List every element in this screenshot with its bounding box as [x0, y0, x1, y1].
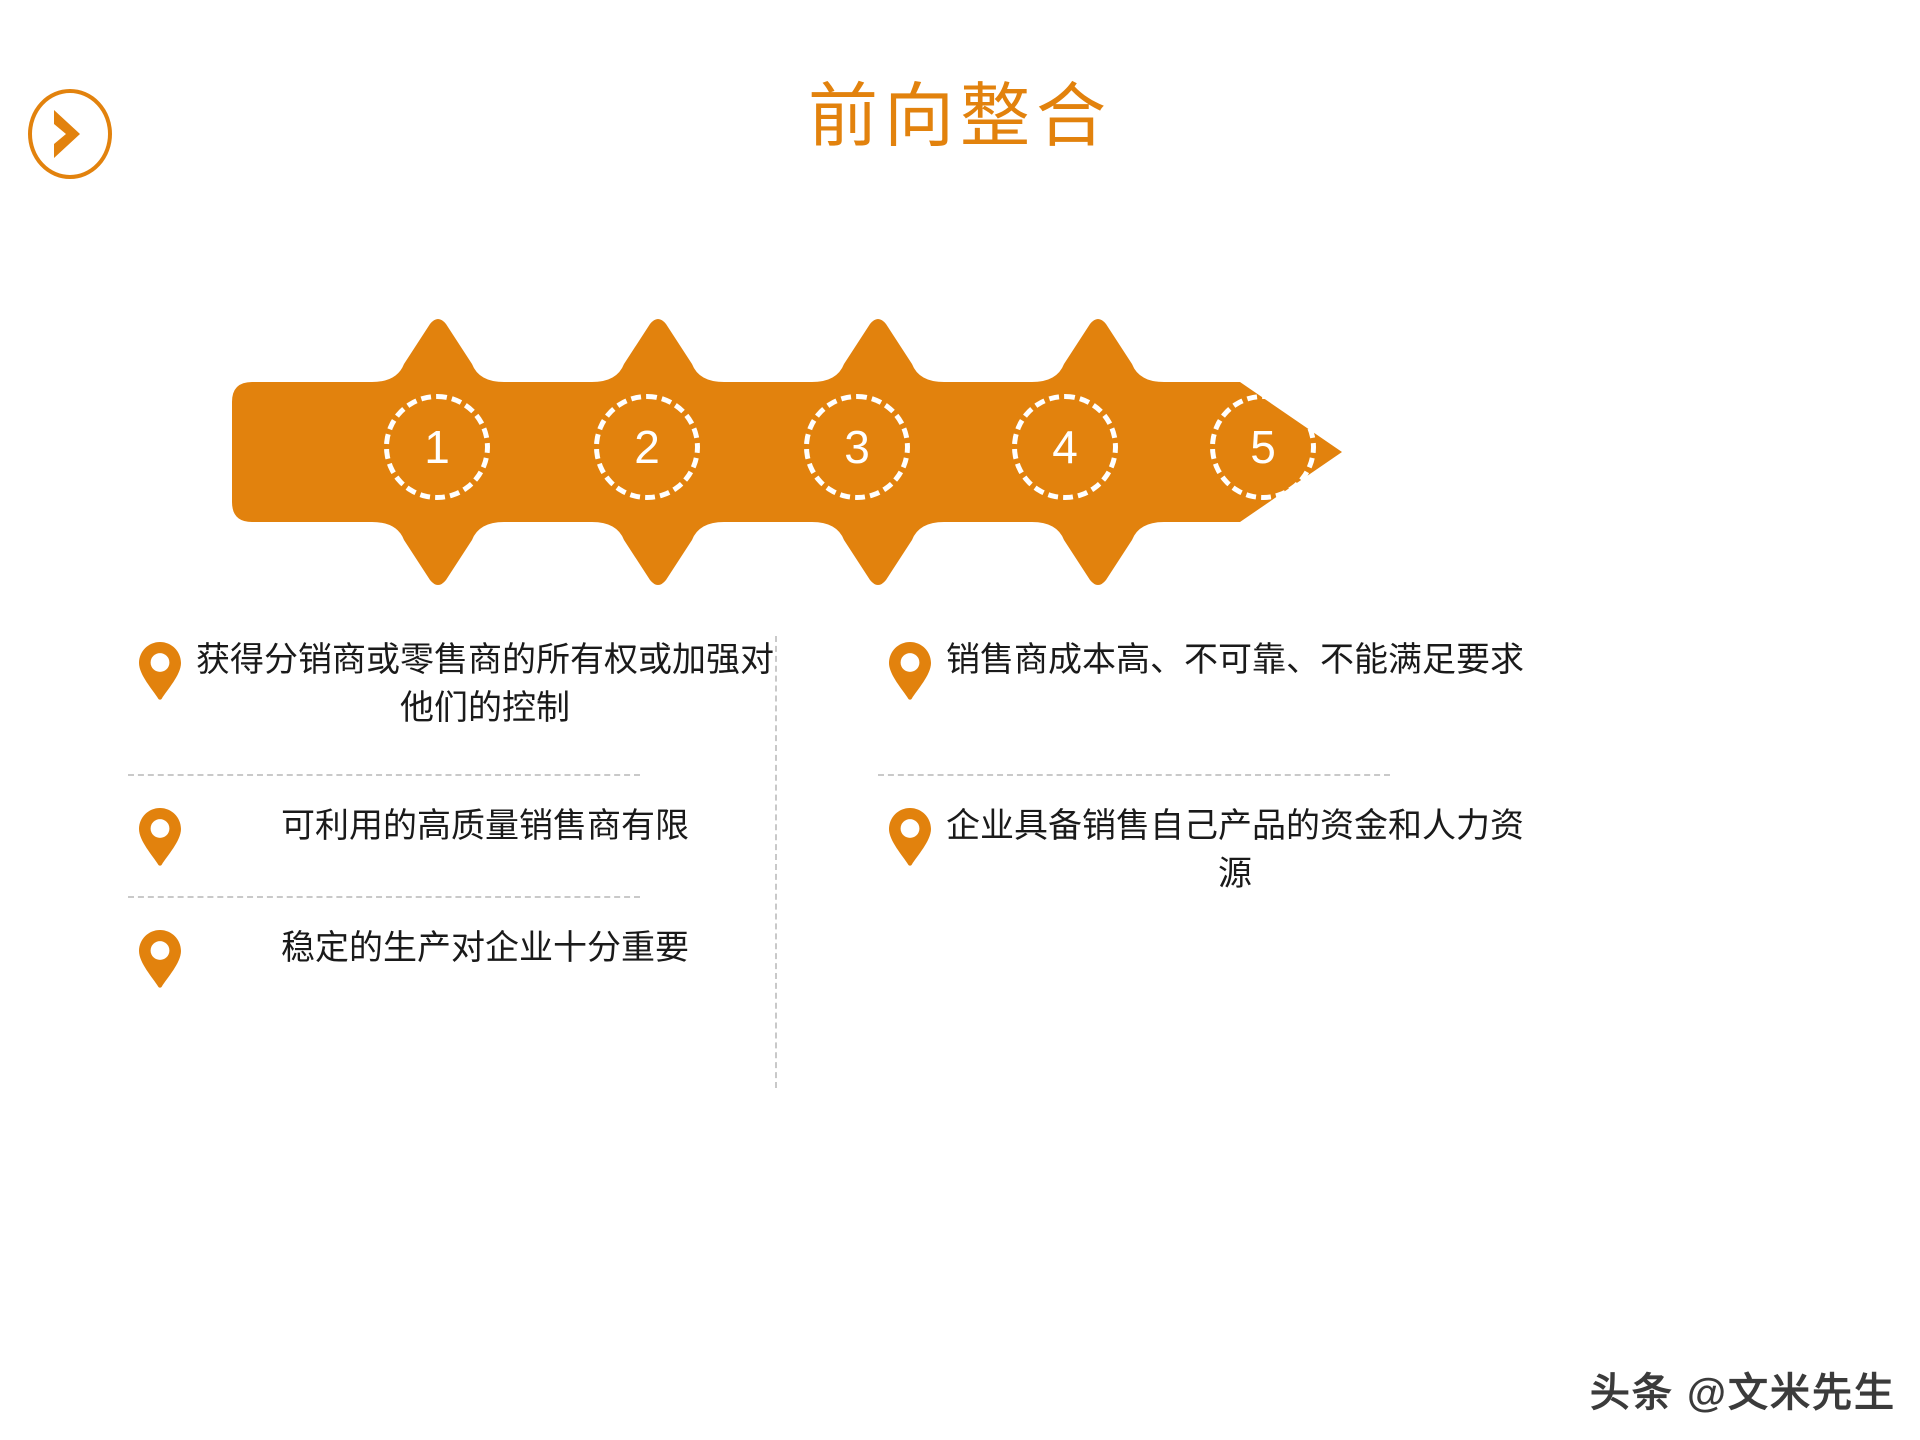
map-pin-icon — [878, 802, 942, 866]
process-step-1-number: 1 — [424, 421, 450, 473]
list-item: 企业具备销售自己产品的资金和人力资源 — [878, 802, 1528, 914]
process-step-4: 4 — [1012, 394, 1118, 500]
list-item-text: 可利用的高质量销售商有限 — [281, 807, 689, 845]
map-pin-icon — [128, 802, 192, 866]
process-step-1: 1 — [384, 394, 490, 500]
chevron-right-icon — [54, 110, 80, 158]
map-pin-icon — [128, 924, 192, 988]
chevron-arrow-shape — [232, 319, 1342, 585]
map-pin-icon — [128, 636, 192, 700]
process-step-3-number: 3 — [844, 421, 870, 473]
column-divider — [775, 636, 777, 1088]
list-item: 获得分销商或零售商的所有权或加强对他们的控制 — [128, 636, 778, 748]
list-item-text: 销售商成本高、不可靠、不能满足要求 — [946, 641, 1524, 679]
bullet-columns: 获得分销商或零售商的所有权或加强对他们的控制 可利用的高质量销售商有限 稳定的生… — [0, 636, 1920, 1066]
list-item: 可利用的高质量销售商有限 — [128, 802, 778, 870]
process-step-2-number: 2 — [634, 421, 660, 473]
list-item-text: 获得分销商或零售商的所有权或加强对他们的控制 — [196, 641, 774, 728]
process-arrow-band: 1 2 3 4 5 — [222, 318, 1362, 586]
logo-circle-outline — [28, 89, 112, 179]
list-item-text: 稳定的生产对企业十分重要 — [281, 929, 689, 967]
process-step-3: 3 — [804, 394, 910, 500]
row-divider — [128, 896, 640, 898]
process-step-5-number: 5 — [1250, 421, 1276, 473]
map-pin-icon — [878, 636, 942, 700]
list-item: 稳定的生产对企业十分重要 — [128, 924, 778, 992]
watermark: 头条 @文米先生 — [1589, 1371, 1896, 1415]
row-divider — [878, 774, 1390, 776]
list-item-text: 企业具备销售自己产品的资金和人力资源 — [946, 807, 1524, 894]
process-step-2: 2 — [594, 394, 700, 500]
logo-mark — [24, 88, 116, 180]
bullet-column-left: 获得分销商或零售商的所有权或加强对他们的控制 可利用的高质量销售商有限 稳定的生… — [128, 636, 778, 992]
page-title: 前向整合 — [808, 75, 1112, 157]
process-step-4-number: 4 — [1052, 421, 1078, 473]
bullet-column-right: 销售商成本高、不可靠、不能满足要求 企业具备销售自己产品的资金和人力资源 — [878, 636, 1528, 914]
row-divider — [128, 774, 640, 776]
process-step-5: 5 — [1210, 394, 1316, 500]
list-item: 销售商成本高、不可靠、不能满足要求 — [878, 636, 1528, 748]
